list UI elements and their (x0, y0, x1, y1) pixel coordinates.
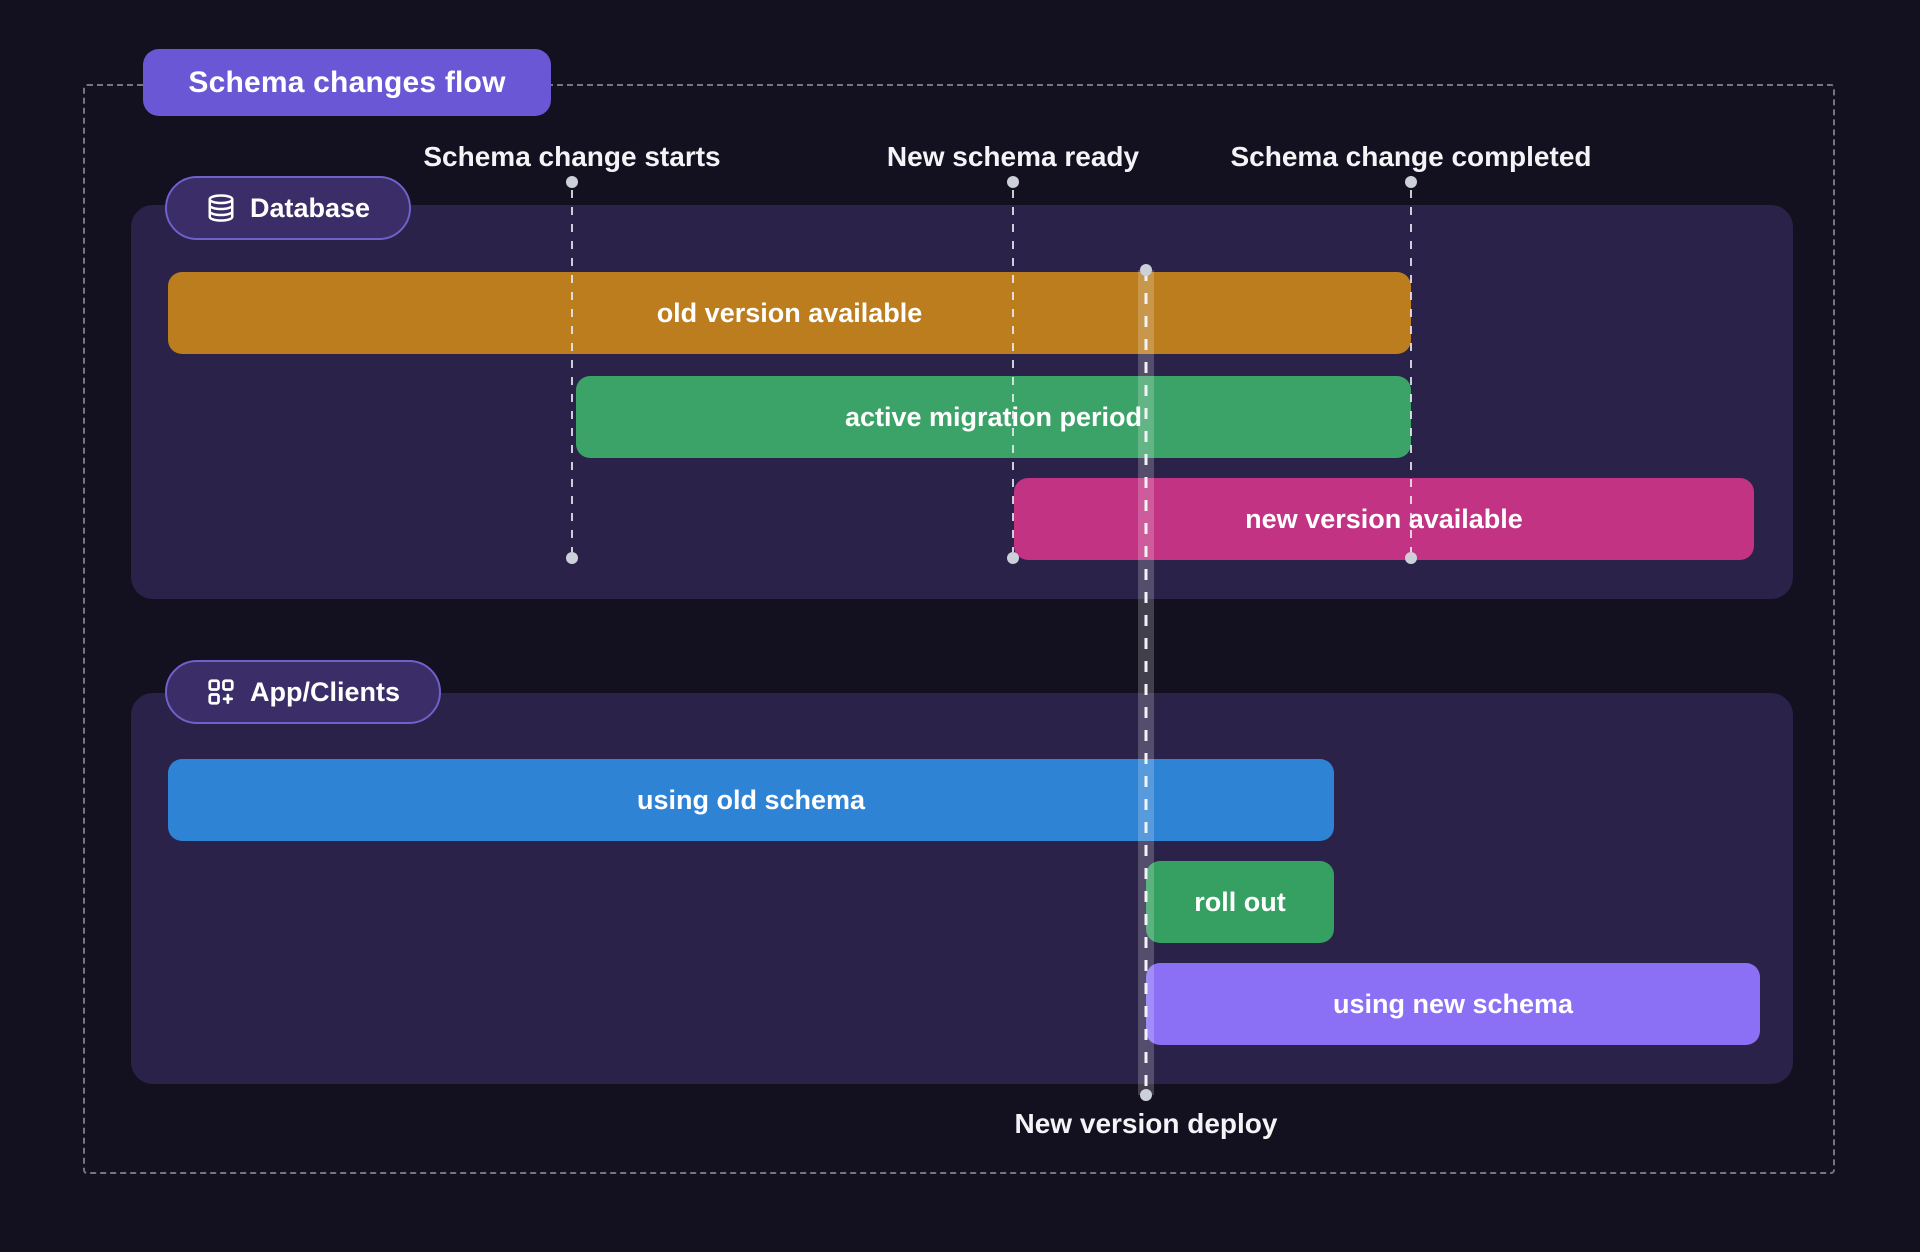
deploy-marker-label: New version deploy (1014, 1108, 1278, 1139)
database-badge: Database (165, 176, 411, 240)
app-clients-badge: App/Clients (165, 660, 441, 724)
marker-dot-bottom-3 (1405, 552, 1417, 564)
bar-label: old version available (656, 297, 923, 328)
marker-dashed-line-2 (1012, 190, 1014, 552)
bar-new-version-available: new version available (1014, 478, 1754, 560)
marker-label-schema-change-completed: Schema change completed (1230, 141, 1592, 172)
bar-label: using old schema (636, 784, 866, 815)
database-icon (206, 193, 236, 223)
bar-using-old-schema: using old schema (168, 759, 1334, 841)
database-badge-label: Database (249, 192, 371, 223)
dashed-frame (83, 84, 1835, 1174)
marker-dot-top-1 (566, 176, 578, 188)
marker-dashed-line-3 (1410, 190, 1412, 552)
bar-active-migration-period: active migration period (576, 376, 1411, 458)
marker-dot-top-2 (1007, 176, 1019, 188)
bar-label: roll out (1194, 886, 1286, 917)
bar-label: active migration period (844, 401, 1143, 432)
deploy-dot-top (1140, 264, 1152, 276)
marker-label-schema-change-starts: Schema change starts (423, 141, 721, 172)
deploy-dashed-line (1144, 270, 1148, 1090)
marker-label-new-schema-ready: New schema ready (886, 141, 1140, 172)
deploy-dot-bottom (1140, 1089, 1152, 1101)
bar-using-new-schema: using new schema (1146, 963, 1760, 1045)
bar-label: new version available (1245, 503, 1523, 534)
apps-add-icon (206, 677, 236, 707)
marker-dashed-line-1 (571, 190, 573, 552)
marker-dot-top-3 (1405, 176, 1417, 188)
app-clients-badge-label: App/Clients (249, 676, 400, 707)
marker-dot-bottom-1 (566, 552, 578, 564)
bar-old-version-available: old version available (168, 272, 1411, 354)
bar-label: using new schema (1332, 988, 1574, 1019)
bar-roll-out: roll out (1146, 861, 1334, 943)
diagram-title-badge: Schema changes flow (143, 49, 551, 116)
diagram-title: Schema changes flow (188, 65, 506, 99)
marker-dot-bottom-2 (1007, 552, 1019, 564)
